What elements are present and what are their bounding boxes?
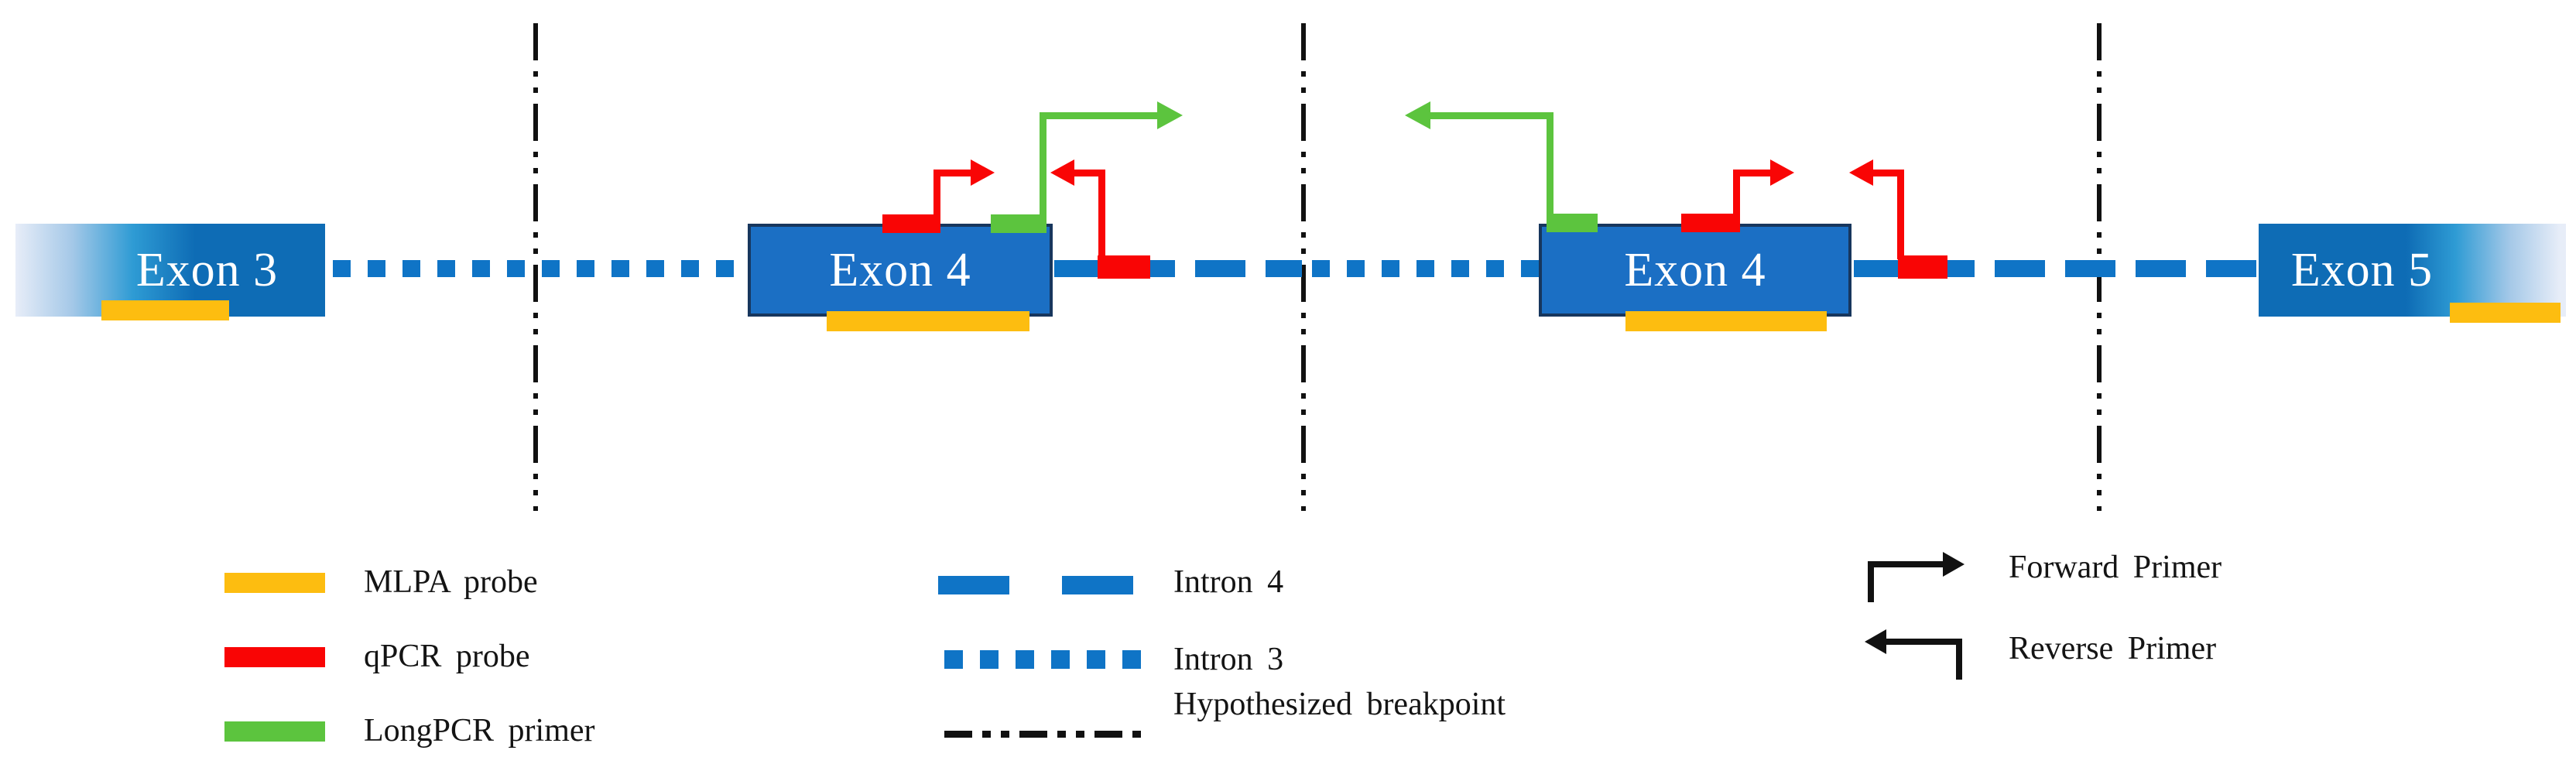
legend-swatch-intron3-dot [1051, 650, 1070, 669]
intron4-line-left [1054, 260, 1302, 277]
arrow-stem [933, 170, 940, 218]
legend-forward-primer-arrow [1868, 551, 1965, 605]
longpcr-reverse-primer-arrow-copy2 [1405, 101, 1553, 218]
mlpa-probe-exon3 [101, 300, 229, 320]
arrow-arm [933, 170, 971, 176]
right-arrowhead-icon [1770, 159, 1794, 186]
exon5-label: Exon 5 [2290, 243, 2434, 296]
qpcr-probe-intron4-copy2 [1898, 255, 1947, 279]
right-arrowhead-icon [1943, 552, 1965, 577]
left-arrowhead-icon [1050, 159, 1074, 186]
legend-label-hypothesized-breakpoint: Hypothesized breakpoint [1173, 687, 1506, 722]
qpcr-probe-exon4-copy2 [1681, 214, 1740, 232]
arrow-arm [1074, 170, 1105, 176]
legend-swatch-longpcr-primer [224, 721, 325, 742]
legend-swatch-intron3-dot [944, 650, 963, 669]
left-arrowhead-icon [1865, 629, 1886, 654]
arrow-arm [1873, 170, 1897, 176]
exon4-copy2-label: Exon 4 [1624, 243, 1766, 296]
qpcr-forward-primer-arrow-copy1 [933, 159, 995, 218]
legend-reverse-primer-arrow [1865, 629, 1962, 683]
arrow-stem [1733, 170, 1740, 218]
longpcr-primer-site-copy1 [991, 214, 1046, 233]
arrow-stem [1547, 112, 1553, 218]
legend-label-forward-primer: Forward Primer [2009, 550, 2222, 585]
arrow-arm [1886, 639, 1962, 645]
legend-swatch-qpcr-probe [224, 647, 325, 667]
exon3-label: Exon 3 [135, 243, 279, 296]
right-arrowhead-icon [1157, 101, 1183, 129]
longpcr-forward-primer-arrow-copy1 [1040, 101, 1183, 225]
arrow-stem [1956, 639, 1962, 680]
longpcr-primer-site-copy2 [1547, 214, 1598, 232]
arrow-stem [1098, 170, 1105, 259]
legend-label-longpcr-primer: LongPCR primer [364, 713, 595, 749]
mlpa-probe-exon4-copy1 [827, 311, 1029, 331]
arrow-arm [1040, 112, 1157, 119]
legend-swatch-mlpa-probe [224, 573, 325, 593]
legend-swatch-intron3-dot [980, 650, 999, 669]
exon4-box-copy1: Exon 4 [748, 224, 1053, 317]
exon5-box: Exon 5 [2259, 224, 2566, 317]
arrow-arm [1868, 561, 1943, 567]
arrow-stem [1868, 561, 1874, 602]
intron3-line-left [333, 260, 748, 277]
legend-label-mlpa-probe: MLPA probe [364, 564, 538, 600]
left-arrowhead-icon [1405, 101, 1430, 129]
arrow-stem [1040, 112, 1046, 225]
mlpa-probe-exon5 [2450, 303, 2561, 323]
breakpoint-line-2 [1301, 23, 1306, 511]
intron3-line-right [1312, 260, 1539, 277]
legend-label-intron4: Intron 4 [1173, 564, 1284, 600]
qpcr-forward-primer-arrow-copy2 [1733, 159, 1794, 218]
legend-swatch-intron3-dot [1016, 650, 1034, 669]
arrow-stem [1897, 170, 1904, 259]
qpcr-probe-exon4-copy1 [882, 214, 940, 233]
arrow-arm [1430, 112, 1553, 119]
legend-label-qpcr-probe: qPCR probe [364, 639, 530, 674]
intron4-line-right [1854, 260, 2259, 277]
legend-swatch-hypothesized-breakpoint [944, 731, 1142, 738]
right-arrowhead-icon [971, 159, 995, 186]
left-arrowhead-icon [1849, 159, 1873, 186]
legend-swatch-intron3-dot [1087, 650, 1105, 669]
qpcr-reverse-primer-arrow-copy2 [1849, 159, 1904, 259]
arrow-arm [1733, 170, 1770, 176]
qpcr-probe-intron4-copy1 [1098, 255, 1150, 279]
legend-swatch-intron4-dash-2 [1062, 576, 1133, 594]
legend-label-intron3: Intron 3 [1173, 642, 1284, 677]
legend-label-reverse-primer: Reverse Primer [2009, 631, 2217, 666]
legend-swatch-intron4-dash-1 [938, 576, 1009, 594]
exon4-copy1-label: Exon 4 [829, 243, 971, 296]
exon4-box-copy2: Exon 4 [1539, 224, 1852, 317]
mlpa-probe-exon4-copy2 [1625, 311, 1827, 331]
qpcr-reverse-primer-arrow-copy1 [1050, 159, 1106, 259]
legend-swatch-intron3-dot [1122, 650, 1141, 669]
